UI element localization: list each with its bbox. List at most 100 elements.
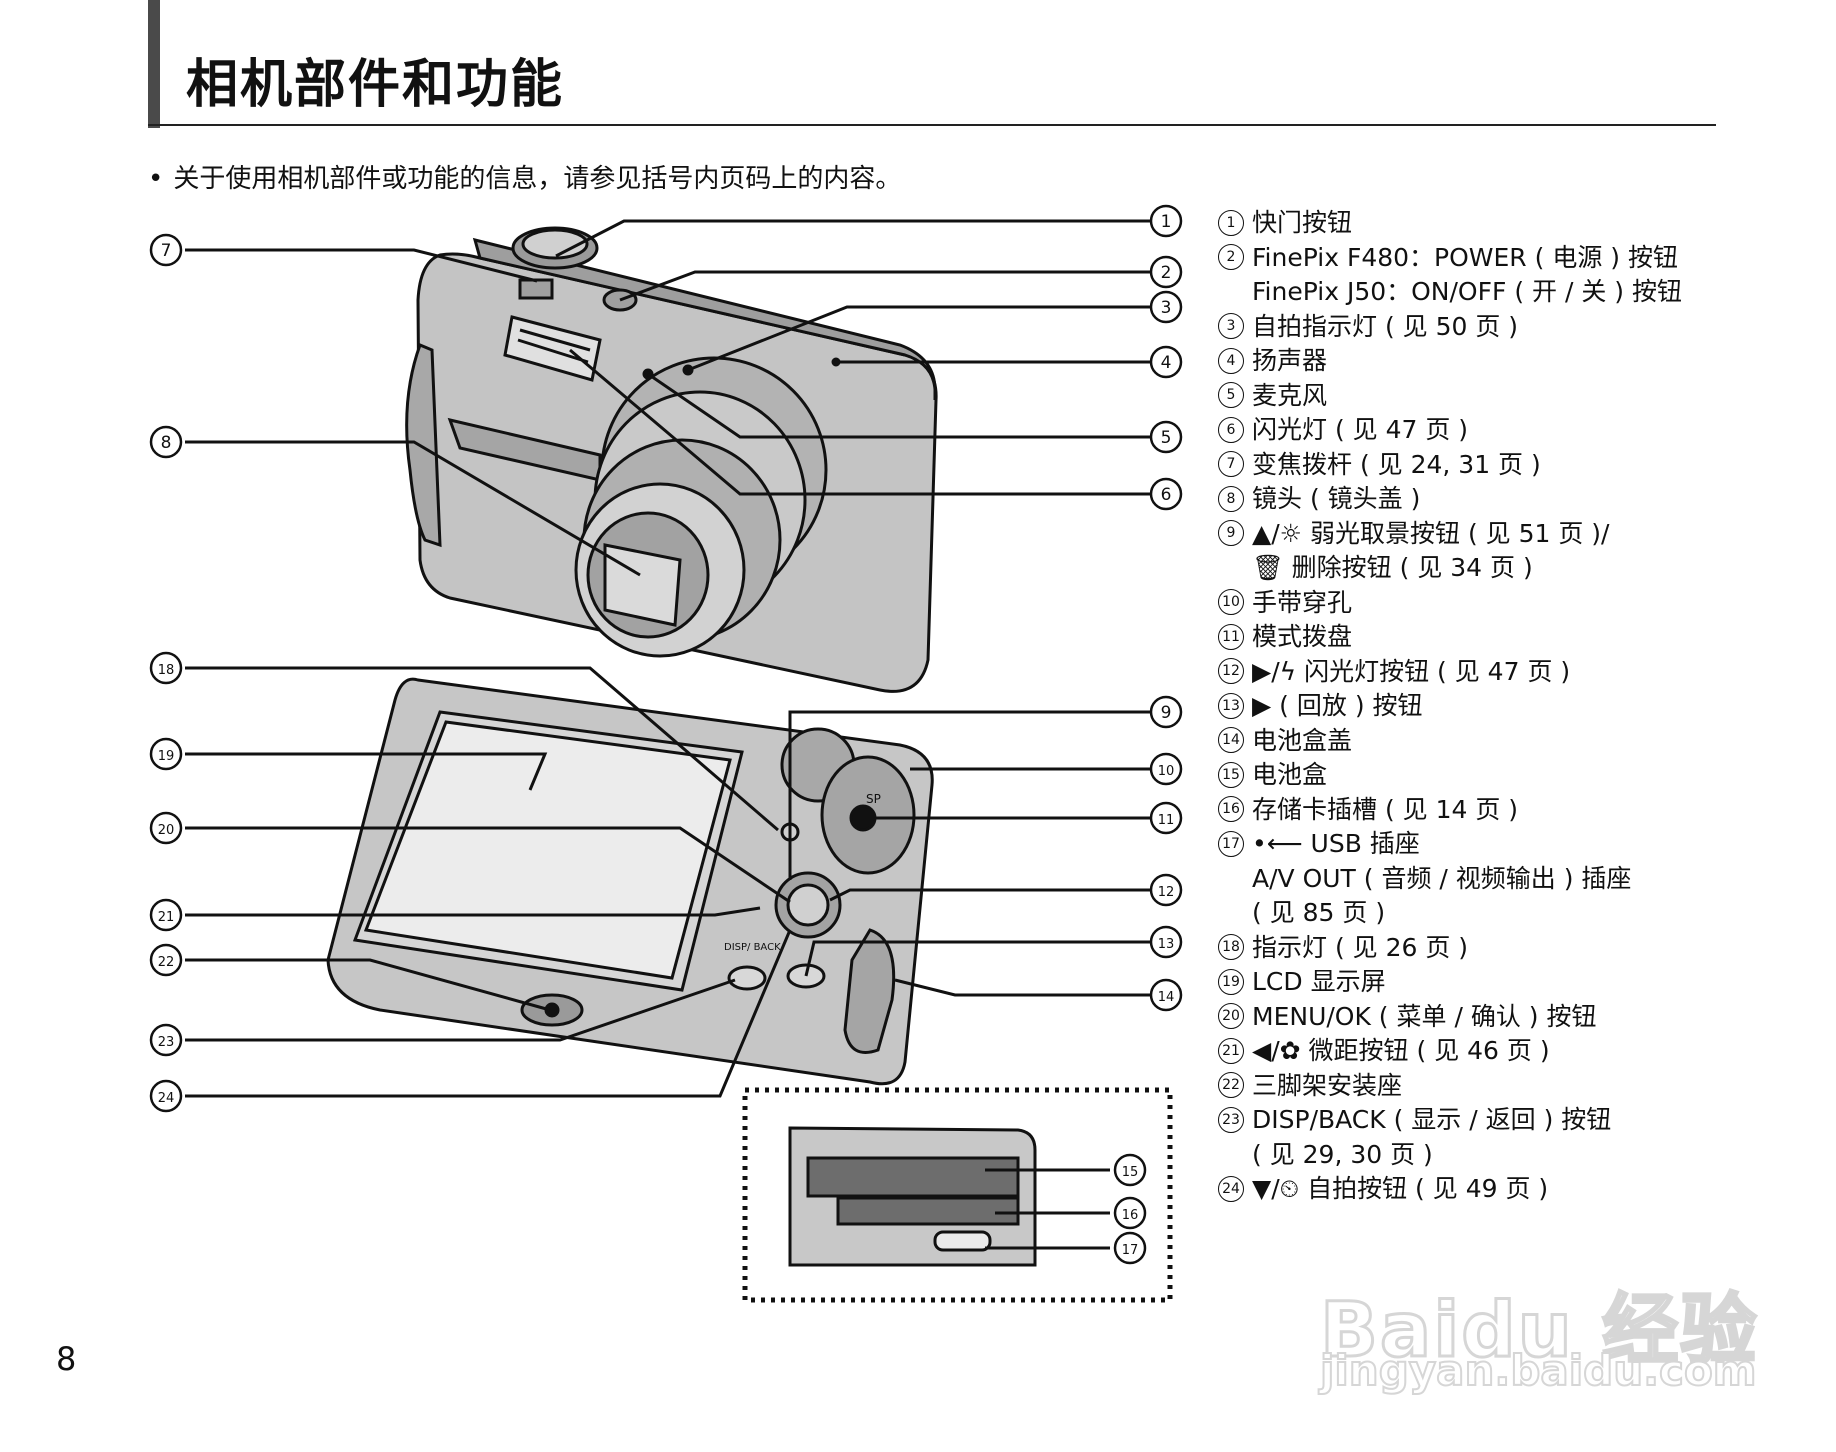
callout-number: 20 (158, 823, 175, 838)
legend-number: 16 (1218, 796, 1244, 822)
callout-marker-23: 23 (149, 1023, 183, 1057)
legend-line: 模式拨盘 (1252, 622, 1353, 651)
legend-line: 自拍指示灯 ( 见 50 页 ) (1252, 311, 1519, 341)
callout-number: 9 (1161, 703, 1172, 723)
page-number: 8 (56, 1340, 77, 1378)
callout-marker-11: 11 (1149, 801, 1183, 835)
callout-marker-17: 17 (1113, 1231, 1147, 1265)
legend-number: 11 (1218, 623, 1244, 650)
legend-number-badge: 8 (1218, 482, 1252, 517)
callout-number: 8 (161, 433, 172, 453)
callout-marker-20: 20 (149, 811, 183, 845)
legend-number: 15 (1218, 761, 1244, 788)
legend-number-badge: 20 (1218, 1000, 1252, 1035)
legend-text: 闪光灯 ( 见 47 页 ) (1252, 413, 1468, 448)
legend-line: ▼/⏲ 自拍按钮 ( 见 49 页 ) (1252, 1174, 1549, 1203)
legend-item: 12▶/ϟ 闪光灯按钮 ( 见 47 页 ) (1218, 655, 1758, 690)
legend-line: 三脚架安装座 (1252, 1070, 1403, 1100)
legend-number: 13 (1218, 692, 1244, 719)
legend-item: 9▲/☼ 弱光取景按钮 ( 见 51 页 )/🗑 删除按钮 ( 见 34 页 ) (1218, 517, 1758, 586)
legend-number-badge: 21 (1218, 1034, 1252, 1069)
legend-text: MENU/OK ( 菜单 / 确认 ) 按钮 (1252, 1000, 1596, 1035)
legend-line: 闪光灯 ( 见 47 页 ) (1252, 415, 1469, 444)
callout-marker-10: 10 (1149, 752, 1183, 786)
callout-markers: 1 2 3 4 5 6 7 8 9 10 11 12 13 14 15 16 1… (149, 204, 1183, 1265)
legend-number: 14 (1218, 727, 1244, 753)
callout-number: 2 (1161, 263, 1172, 283)
legend-number-badge: 3 (1218, 310, 1252, 345)
legend-line: 快门按钮 (1252, 208, 1353, 237)
legend-line: 镜头 ( 镜头盖 ) (1252, 484, 1421, 513)
legend-item: 18 指示灯 ( 见 26 页 ) (1218, 931, 1758, 966)
legend-number: 2 (1218, 244, 1244, 270)
legend-item: 19 LCD 显示屏 (1218, 965, 1758, 1000)
callout-number: 22 (158, 955, 175, 970)
callout-number: 6 (1161, 485, 1172, 505)
legend-item: 1 快门按钮 (1218, 206, 1758, 241)
callout-marker-4: 4 (1149, 345, 1183, 379)
legend-number: 8 (1218, 485, 1244, 512)
legend-item: 13 ▶ ( 回放 ) 按钮 (1218, 689, 1758, 724)
legend-number-badge: 9 (1218, 517, 1252, 586)
legend-line: 电池盒 (1252, 760, 1328, 789)
callout-marker-7: 7 (149, 233, 183, 267)
legend-item: 6 闪光灯 ( 见 47 页 ) (1218, 413, 1758, 448)
legend-number-badge: 14 (1218, 724, 1252, 759)
legend-line: ( 见 85 页 ) (1252, 898, 1386, 927)
legend-line: MENU/OK ( 菜单 / 确认 ) 按钮 (1252, 1001, 1597, 1031)
legend-number-badge: 24 (1218, 1172, 1252, 1207)
legend-number: 1 (1218, 209, 1244, 236)
intro-text: 关于使用相机部件或功能的信息，请参见括号内页码上的内容。 (173, 164, 902, 194)
callout-marker-8: 8 (149, 425, 183, 459)
mode-sp-label: SP (866, 792, 881, 806)
legend-text: 快门按钮 (1252, 206, 1352, 241)
legend-number: 9 (1218, 520, 1244, 546)
legend-number: 5 (1218, 382, 1244, 408)
legend-number: 19 (1218, 968, 1244, 995)
battery-inset-illustration (742, 1087, 1173, 1303)
legend-text: 存储卡插槽 ( 见 14 页 ) (1252, 793, 1518, 828)
legend-number-badge: 10 (1218, 586, 1252, 621)
legend-number-badge: 17 (1218, 827, 1252, 931)
legend-text: 扬声器 (1252, 344, 1327, 379)
callout-number: 7 (161, 241, 172, 261)
callout-number: 5 (1161, 428, 1172, 448)
callout-number: 1 (1161, 212, 1172, 232)
legend-number: 18 (1218, 934, 1244, 960)
camera-back-illustration: DISP/ BACK SP (326, 677, 934, 1086)
legend-text: ▶/ϟ 闪光灯按钮 ( 见 47 页 ) (1252, 655, 1570, 690)
callout-marker-1: 1 (1149, 204, 1183, 238)
callout-number: 10 (1158, 764, 1175, 779)
legend-number: 24 (1218, 1175, 1244, 1202)
legend-number: 6 (1218, 416, 1244, 443)
title-accent-bar (148, 0, 160, 128)
callout-number: 4 (1161, 353, 1172, 373)
legend-text: 变焦拨杆 ( 见 24, 31 页 ) (1252, 448, 1541, 483)
legend-item: 16 存储卡插槽 ( 见 14 页 ) (1218, 793, 1758, 828)
legend-item: 15 电池盒 (1218, 758, 1758, 793)
legend-number-badge: 5 (1218, 379, 1252, 414)
callout-marker-15: 15 (1113, 1153, 1147, 1187)
callout-marker-21: 21 (149, 898, 183, 932)
callout-number: 3 (1161, 298, 1172, 318)
title-underline (148, 124, 1716, 126)
legend-item: 24 ▼/⏲ 自拍按钮 ( 见 49 页 ) (1218, 1172, 1758, 1207)
legend-line: LCD 显示屏 (1252, 967, 1386, 996)
legend-number: 4 (1218, 347, 1244, 374)
callout-number: 13 (1158, 937, 1175, 952)
disp-back-label: DISP/ BACK (724, 942, 781, 953)
legend-number-badge: 23 (1218, 1103, 1252, 1172)
callout-number: 18 (158, 663, 175, 678)
legend-line: DISP/BACK ( 显示 / 返回 ) 按钮 (1252, 1105, 1612, 1134)
legend-line: 扬声器 (1252, 346, 1328, 375)
legend-line: ▶ ( 回放 ) 按钮 (1252, 691, 1423, 720)
callout-marker-16: 16 (1113, 1196, 1147, 1230)
legend-line: 指示灯 ( 见 26 页 ) (1252, 932, 1469, 962)
callout-marker-19: 19 (149, 737, 183, 771)
legend-number-badge: 7 (1218, 448, 1252, 483)
